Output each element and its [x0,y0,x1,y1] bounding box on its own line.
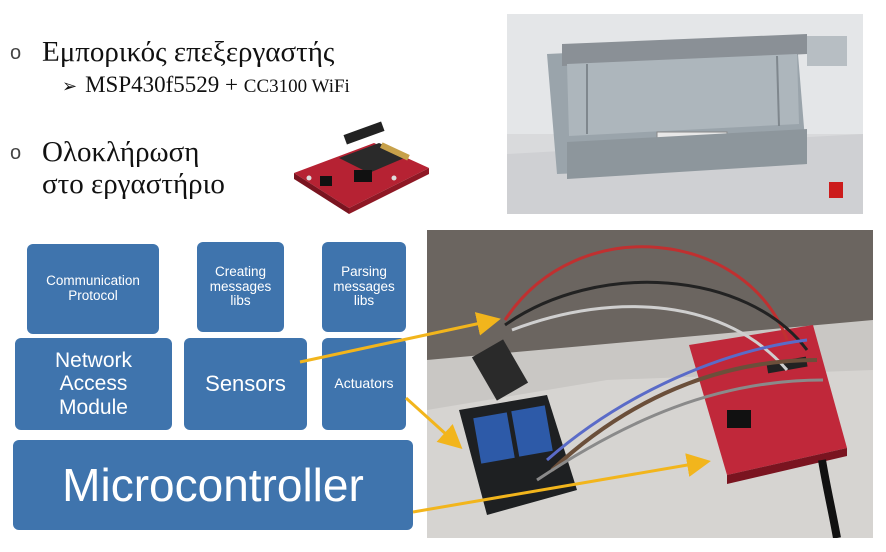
actuators-block: Actuators [322,338,406,430]
plus-sign: + [225,72,239,97]
bullet-integration-line1: Ολοκλήρωση [42,136,200,168]
communication-protocol-block: Communication Protocol [27,244,159,334]
hardware-setup-photo [427,230,873,538]
parsing-messages-libs-block: Parsing messages libs [322,242,406,332]
bullet-marker-1: o [10,42,22,64]
bullet-processor: Εμπορικός επεξεργαστής [42,36,335,68]
msp-part: MSP430f5529 [85,72,220,97]
sensors-block: Sensors [184,338,307,430]
wifi-part: CC3100 WiFi [243,76,350,97]
creating-messages-libs-block: Creating messages libs [197,242,284,332]
arrow-bullet-icon: ➢ [62,76,78,96]
launchpad-board-image [284,118,434,218]
network-access-module-block: Network Access Module [15,338,172,430]
fan-coil-photo [507,14,863,214]
bullet-integration-line2: στο εργαστήριο [42,168,225,200]
bullet-marker-2: o [10,142,22,164]
sub-bullet-processor: ➢ MSP430f5529 + CC3100 WiFi [62,72,350,98]
microcontroller-block: Microcontroller [13,440,413,530]
